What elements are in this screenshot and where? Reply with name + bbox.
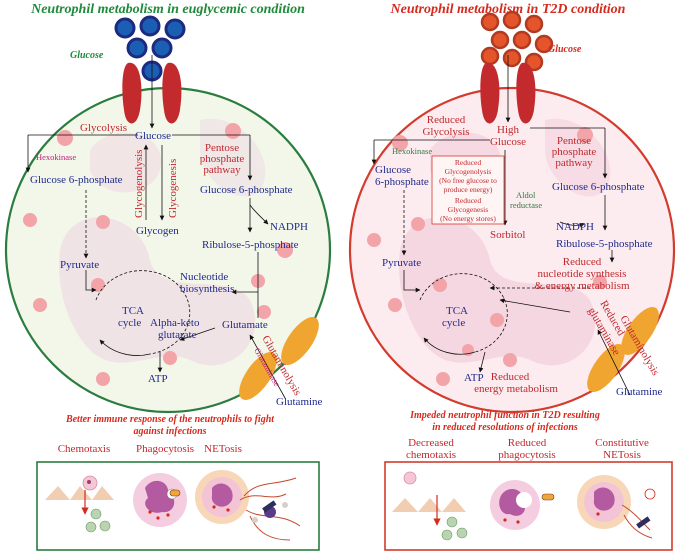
right-glycogen-box (431, 155, 505, 225)
left-alpha-kg-2: glutarate (158, 329, 197, 341)
left-ppp-2: phosphate (200, 153, 245, 165)
left-ppp-1: Pentose (205, 142, 239, 154)
left-glycogen: Glycogen (136, 225, 179, 237)
left-nucleus (59, 217, 256, 366)
right-ppp-2: phosphate (552, 146, 597, 158)
right-reduced-nucleotide-3: & energy metabolism (534, 280, 630, 292)
right-title: Neutrophil metabolism in T2D condition (390, 2, 626, 17)
right-phagocytosis-illustration (490, 480, 555, 530)
right-func-phagocytosis-1: Reduced (508, 437, 547, 449)
right-box-1c: (No free glucose to (439, 176, 497, 185)
left-pyruvate: Pyruvate (60, 259, 99, 271)
left-nucleotide-2: biosynthesis (180, 283, 234, 295)
left-func-chemotaxis: Chemotaxis (58, 443, 111, 455)
left-alpha-kg-1: Alpha-keto (150, 317, 200, 329)
right-aldol-2: reductase (510, 200, 542, 210)
left-glucose6p-right: Glucose 6-phosphate (200, 184, 293, 196)
left-phagocytosis-illustration (133, 473, 187, 527)
left-tca-1: TCA (122, 305, 144, 317)
right-glucose-cluster (480, 10, 554, 72)
left-tca-cycle (95, 270, 191, 355)
right-tca-2: cycle (442, 317, 465, 329)
right-ppp-1: Pentose (557, 135, 591, 147)
right-reduced-energy-1: Reduced (491, 371, 530, 383)
left-hexokinase: Hexokinase (36, 152, 76, 162)
right-high-glucose-2: Glucose (490, 136, 526, 148)
right-glucose-label: Glucose (548, 44, 582, 55)
left-ppp-3: pathway (203, 164, 241, 176)
right-high-glucose-1: High (497, 124, 520, 136)
left-outcome-1: Better immune response of the neutrophil… (65, 414, 275, 425)
left-func-phagocytosis: Phagocytosis (136, 443, 194, 455)
left-nucleotide-1: Nucleotide (180, 271, 228, 283)
right-outcome-1: Impeded neutrophil function in T2D resul… (409, 410, 600, 421)
right-atp: ATP (464, 372, 484, 384)
right-tca-cycle (419, 273, 508, 353)
right-tca-1: TCA (446, 305, 468, 317)
left-glutamate: Glutamate (222, 319, 268, 331)
right-reduced-nucleotide-2: nucleotide synthesis (538, 268, 627, 280)
left-title: Neutrophil metabolism in euglycemic cond… (30, 2, 305, 17)
right-panel: Neutrophil metabolism in T2D condition G (348, 2, 676, 551)
left-atp: ATP (148, 373, 168, 385)
right-box-1b: Glycogenolysis (445, 167, 492, 176)
left-glycogenesis: Glycogenesis (167, 159, 179, 218)
right-reduced-glycolysis-2: Glycolysis (422, 126, 469, 138)
right-glucose6p-2: 6-phosphate (375, 176, 429, 188)
right-ribulose: Ribulose-5-phosphate (556, 238, 653, 250)
right-box-2b: Glycogenesis (448, 205, 488, 214)
left-glucose-label: Glucose (70, 50, 104, 61)
right-nadph: NADPH (556, 221, 594, 233)
right-box-2c: (No energy stores) (440, 214, 496, 223)
left-glutamine: Glutamine (276, 396, 323, 408)
right-reduced-energy-2: energy metabolism (474, 383, 558, 395)
right-aldol-1: Aldol (516, 190, 536, 200)
right-box-1d: produce energy) (444, 185, 493, 194)
right-func-chemotaxis-2: chemotaxis (406, 449, 456, 461)
right-chemotaxis-illustration (392, 471, 468, 541)
right-sorbitol: Sorbitol (490, 229, 525, 241)
right-glucose6p-1: Glucose (375, 164, 411, 176)
left-outcome-2: against infections (133, 426, 206, 437)
right-func-chemotaxis-1: Decreased (408, 437, 454, 449)
left-glutamine-transporter (281, 317, 319, 365)
left-tca-2: cycle (118, 317, 141, 329)
right-ppp-3: pathway (555, 157, 593, 169)
right-func-netosis-1: Constitutive (595, 437, 649, 449)
right-hexokinase: Hexokinase (392, 146, 432, 156)
right-outcome-2: in reduced resolutions of infections (432, 422, 578, 433)
left-glycolysis: Glycolysis (80, 122, 127, 134)
right-func-phagocytosis-2: phagocytosis (498, 449, 555, 461)
left-nadph: NADPH (270, 221, 308, 233)
left-netosis-illustration (195, 470, 301, 541)
left-glucose: Glucose (135, 130, 171, 142)
right-glutamine-transporter (621, 307, 659, 355)
right-netosis-illustration (577, 475, 656, 539)
right-reduced-glycolysis-1: Reduced (427, 114, 466, 126)
right-box-2a: Reduced (455, 196, 481, 205)
left-glucose-transporter (122, 62, 142, 124)
right-box-1a: Reduced (455, 158, 481, 167)
left-chemotaxis-illustration (45, 475, 114, 533)
left-panel: Neutrophil metabolism in euglycemic cond… (4, 2, 332, 551)
right-reduced-nucleotide-1: Reduced (563, 256, 602, 268)
left-glucose6p: Glucose 6-phosphate (30, 174, 123, 186)
right-func-netosis-2: NETosis (603, 449, 641, 461)
left-func-netosis: NETosis (204, 443, 242, 455)
right-glucose6p-right: Glucose 6-phosphate (552, 181, 645, 193)
left-ribulose: Ribulose-5-phosphate (202, 239, 299, 251)
right-pyruvate: Pyruvate (382, 257, 421, 269)
left-glycogenolysis: Glycogenolysis (133, 150, 145, 218)
right-glucose-transporter (480, 62, 500, 124)
right-glutamine: Glutamine (616, 386, 663, 398)
